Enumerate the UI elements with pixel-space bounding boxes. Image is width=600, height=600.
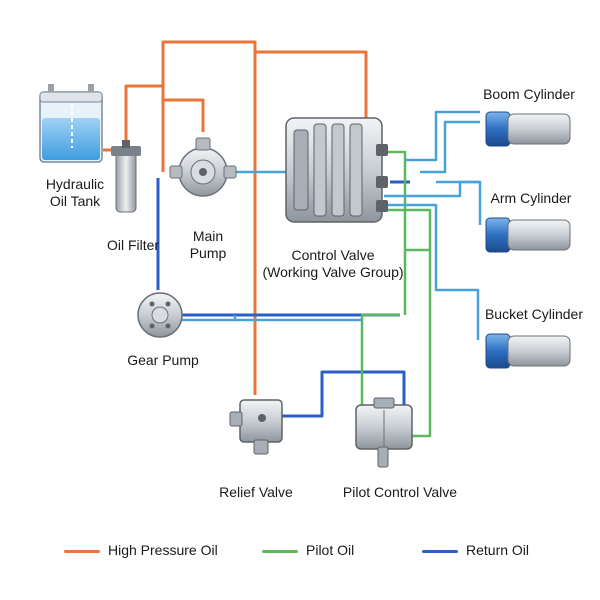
cylinder-lines (182, 110, 482, 340)
label-main-pump: Main Pump (189, 228, 227, 261)
label-boom-cylinder: Boom Cylinder (483, 86, 575, 102)
line-to-boom (405, 110, 480, 162)
label-control-valve: Control Valve (Working Valve Group) (262, 247, 404, 280)
boom-cylinder (485, 111, 571, 147)
legend-label-return: Return Oil (466, 542, 530, 558)
line-to-bucket (384, 203, 480, 340)
pilot-lines (360, 150, 432, 438)
label-pilot-control-valve: Pilot Control Valve (342, 484, 458, 500)
legend-swatch-high-pressure (64, 550, 100, 553)
label-arm-cylinder: Arm Cylinder (490, 190, 572, 206)
label-bucket-cylinder: Bucket Cylinder (484, 306, 584, 322)
gear-pump (137, 292, 183, 338)
label-gear-pump: Gear Pump (127, 352, 199, 368)
legend-label-pilot: Pilot Oil (306, 542, 355, 558)
line-to-boom-2 (420, 120, 480, 174)
hp-line-pump-top (163, 98, 205, 132)
arm-cylinder (485, 217, 571, 253)
label-relief-valve: Relief Valve (219, 484, 293, 500)
main-pump (169, 137, 237, 197)
hp-line-main-loop (161, 40, 368, 172)
control-valve (285, 117, 388, 223)
legend-swatch-pilot (262, 550, 298, 553)
pilot-line-2 (384, 208, 432, 438)
pilot-line-1 (384, 150, 407, 315)
bucket-cylinder (485, 333, 571, 369)
pilot-line-4 (360, 313, 400, 405)
label-oil-filter: Oil Filter (106, 237, 160, 253)
return-line-relief-pilot (280, 370, 406, 418)
line-to-arm (384, 180, 482, 225)
hydraulic-oil-tank (39, 84, 103, 163)
label-tank: Hydraulic Oil Tank (45, 176, 105, 209)
hp-line-tank-to-pump (103, 84, 163, 152)
legend-swatch-return (422, 550, 458, 553)
oil-filter (111, 140, 141, 213)
legend-label-high-pressure: High Pressure Oil (108, 542, 218, 558)
pilot-control-valve (355, 397, 413, 468)
relief-valve (229, 399, 283, 455)
